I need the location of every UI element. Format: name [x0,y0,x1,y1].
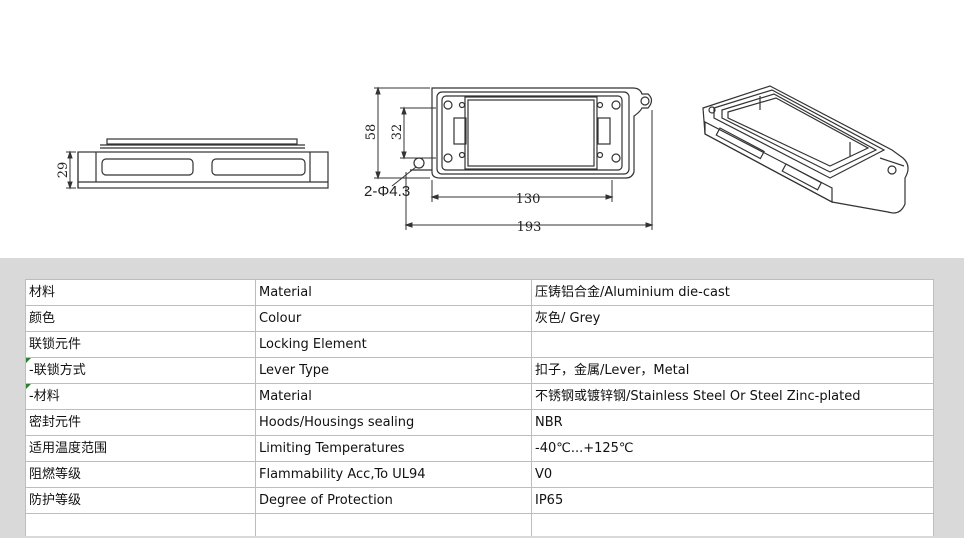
table-row: 联锁元件 Locking Element [25,331,934,358]
row-value: V0 [531,461,934,488]
row-label-cn: 适用温度范围 [25,435,256,462]
row-label-en: Limiting Temperatures [255,435,532,462]
row-value: 压铸铝合金/Aluminium die-cast [531,279,934,306]
table-row: 密封元件 Hoods/Housings sealing NBR [25,409,934,436]
row-label-en: Material [255,279,532,306]
top-view-drawing [410,87,653,179]
row-value: IP65 [531,487,934,514]
row-value: NBR [531,409,934,436]
table-row: 适用温度范围 Limiting Temperatures -40℃...+125… [25,435,934,462]
empty-cell [25,513,256,536]
row-label-cn: 联锁元件 [25,331,256,358]
row-value: 不锈钢或镀锌钢/Stainless Steel Or Steel Zinc-pl… [531,383,934,410]
hole-spec-label: 2-Φ4.3 [364,183,410,200]
inner-height-label: 32 [390,124,405,141]
row-value: 灰色/ Grey [531,305,934,332]
row-label-en: Material [255,383,532,410]
inner-width-label: 130 [516,192,541,207]
isometric-view-drawing [702,85,909,214]
row-label-cn: 颜色 [25,305,256,332]
empty-cell [255,513,532,536]
row-value [531,331,934,358]
table-row: 颜色 Colour 灰色/ Grey [25,305,934,332]
table-row: 材料 Material 压铸铝合金/Aluminium die-cast [25,279,934,306]
side-view-drawing [77,138,329,189]
row-label-cn: 阻燃等级 [25,461,256,488]
row-label-en: Locking Element [255,331,532,358]
outer-height-label: 58 [364,124,379,141]
table-row: 阻燃等级 Flammability Acc,To UL94 V0 [25,461,934,488]
table-row-empty [25,513,934,536]
technical-drawings: 29 [0,0,964,258]
row-label-cn: 材料 [25,279,256,306]
side-height-label: 29 [56,162,71,179]
comment-marker-icon [26,384,31,389]
empty-cell [531,513,934,536]
side-height-dimension [66,150,76,190]
row-value: 扣子，金属/Lever，Metal [531,357,934,384]
row-label-en: Colour [255,305,532,332]
row-label-en: Flammability Acc,To UL94 [255,461,532,488]
table-row: -联锁方式 Lever Type 扣子，金属/Lever，Metal [25,357,934,384]
row-label-cn: 防护等级 [25,487,256,514]
outer-width-label: 193 [517,220,542,235]
row-label-en: Hoods/Housings sealing [255,409,532,436]
top-view-dimensions [374,86,654,230]
row-value: -40℃...+125℃ [531,435,934,462]
row-label-en: Degree of Protection [255,487,532,514]
row-label-cn: -联锁方式 [25,357,256,384]
row-label-en: Lever Type [255,357,532,384]
row-label-cn: -材料 [25,383,256,410]
row-label-cn: 密封元件 [25,409,256,436]
table-row: 防护等级 Degree of Protection IP65 [25,487,934,514]
spec-table: 材料 Material 压铸铝合金/Aluminium die-cast 颜色 … [25,279,934,536]
table-row: -材料 Material 不锈钢或镀锌钢/Stainless Steel Or … [25,383,934,410]
comment-marker-icon [26,358,31,363]
